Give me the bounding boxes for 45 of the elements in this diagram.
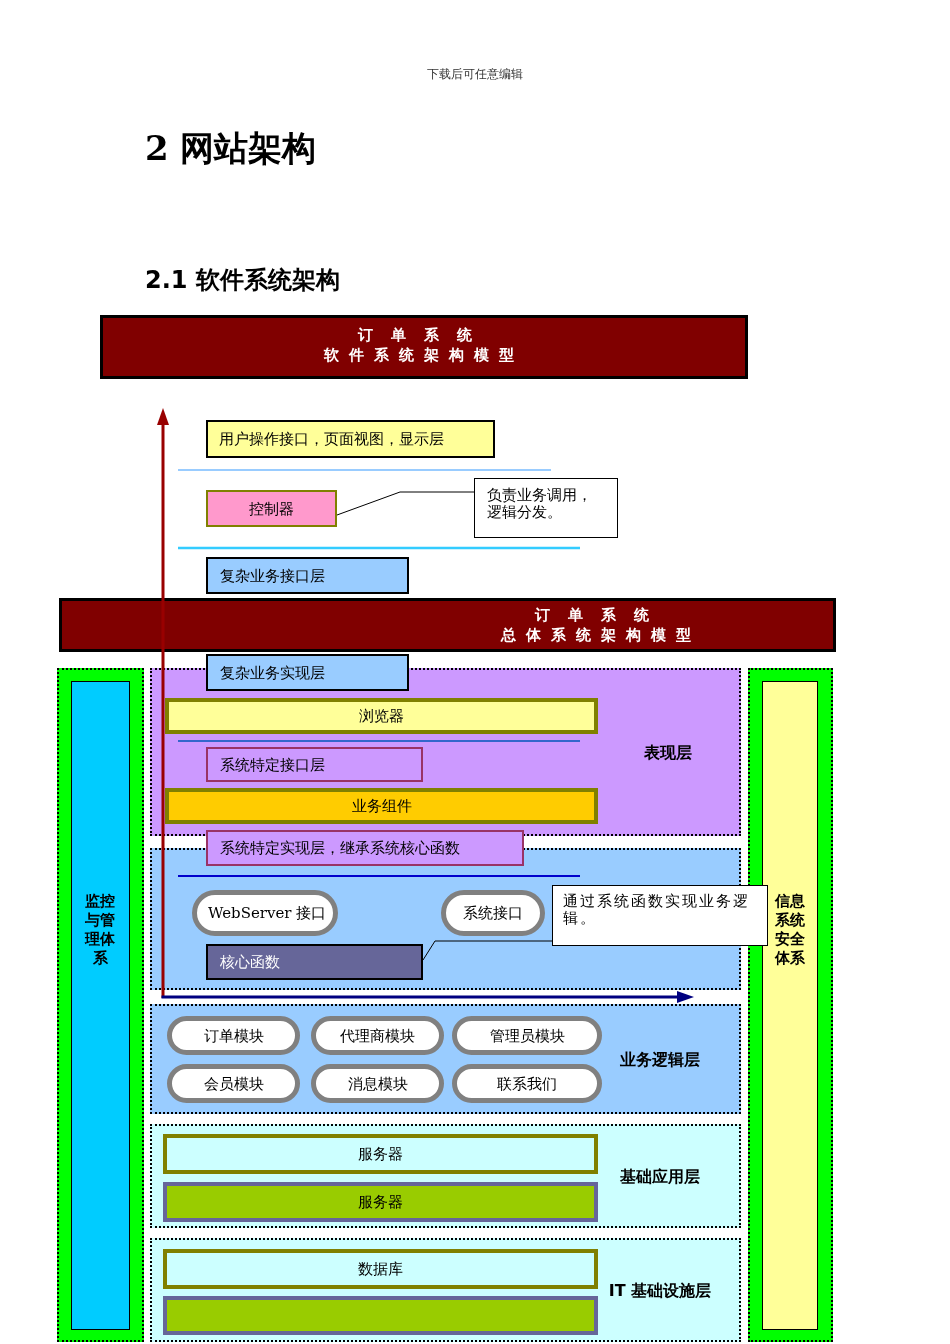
- rounded-box: 代理商模块: [311, 1016, 444, 1055]
- component-bar: [163, 1296, 598, 1335]
- layer-panel: [150, 1124, 741, 1228]
- side-band: [748, 668, 833, 1342]
- layer-box: 复杂业务实现层: [206, 654, 409, 691]
- subsection-heading: 2.1 软件系统架构: [145, 266, 340, 294]
- layer-label: 业务逻辑层: [620, 1049, 700, 1069]
- rounded-box: 消息模块: [311, 1064, 444, 1103]
- page-note: 下载后可任意编辑: [427, 67, 523, 81]
- component-bar: 业务组件: [165, 788, 598, 824]
- rounded-box: WebServer 接口: [192, 890, 338, 936]
- layer-box: 复杂业务接口层: [206, 557, 409, 594]
- banner-subtitle: 软件系统架构模型: [324, 345, 524, 365]
- rounded-box: 管理员模块: [452, 1016, 602, 1055]
- leader-line: [422, 940, 553, 961]
- banner-heading: 订单系统: [358, 325, 490, 345]
- layer-box: 用户操作接口，页面视图，显示层: [206, 420, 495, 458]
- callout-box: 负责业务调用，逻辑分发。: [474, 478, 618, 538]
- section-title: 2 网站架构: [145, 128, 317, 168]
- rounded-box: 联系我们: [452, 1064, 602, 1103]
- side-band: [57, 668, 144, 1342]
- banner-heading: 订单系统: [534, 605, 667, 625]
- layer-label: 表现层: [644, 742, 692, 762]
- component-bar: 服务器: [163, 1134, 598, 1174]
- title-banner: [100, 315, 748, 379]
- layer-label: IT 基础设施层: [608, 1280, 712, 1300]
- layer-box: 系统特定接口层: [206, 747, 423, 782]
- layer-panel: [150, 1238, 741, 1342]
- layer-box: 控制器: [206, 490, 337, 527]
- rounded-box: 订单模块: [167, 1016, 300, 1055]
- band-label: 监控与管理体系: [83, 892, 116, 968]
- callout-box: 通过系统函数实现业务逻辑。: [552, 885, 768, 946]
- layer-label: 基础应用层: [620, 1166, 700, 1186]
- rounded-box: 系统接口: [441, 890, 545, 936]
- rounded-box: 会员模块: [167, 1064, 300, 1103]
- layer-box: 系统特定实现层，继承系统核心函数: [206, 830, 524, 866]
- component-bar: 数据库: [163, 1249, 598, 1289]
- component-bar: 浏览器: [165, 698, 598, 734]
- band-label: 信息系统安全体系: [773, 892, 806, 968]
- title-banner: [59, 598, 836, 652]
- banner-subtitle: 总体系统架构模型: [500, 625, 701, 645]
- component-bar: 服务器: [163, 1182, 598, 1222]
- leader-line: [336, 491, 475, 516]
- layer-box: 核心函数: [206, 944, 423, 980]
- layer-panel: [150, 1004, 741, 1114]
